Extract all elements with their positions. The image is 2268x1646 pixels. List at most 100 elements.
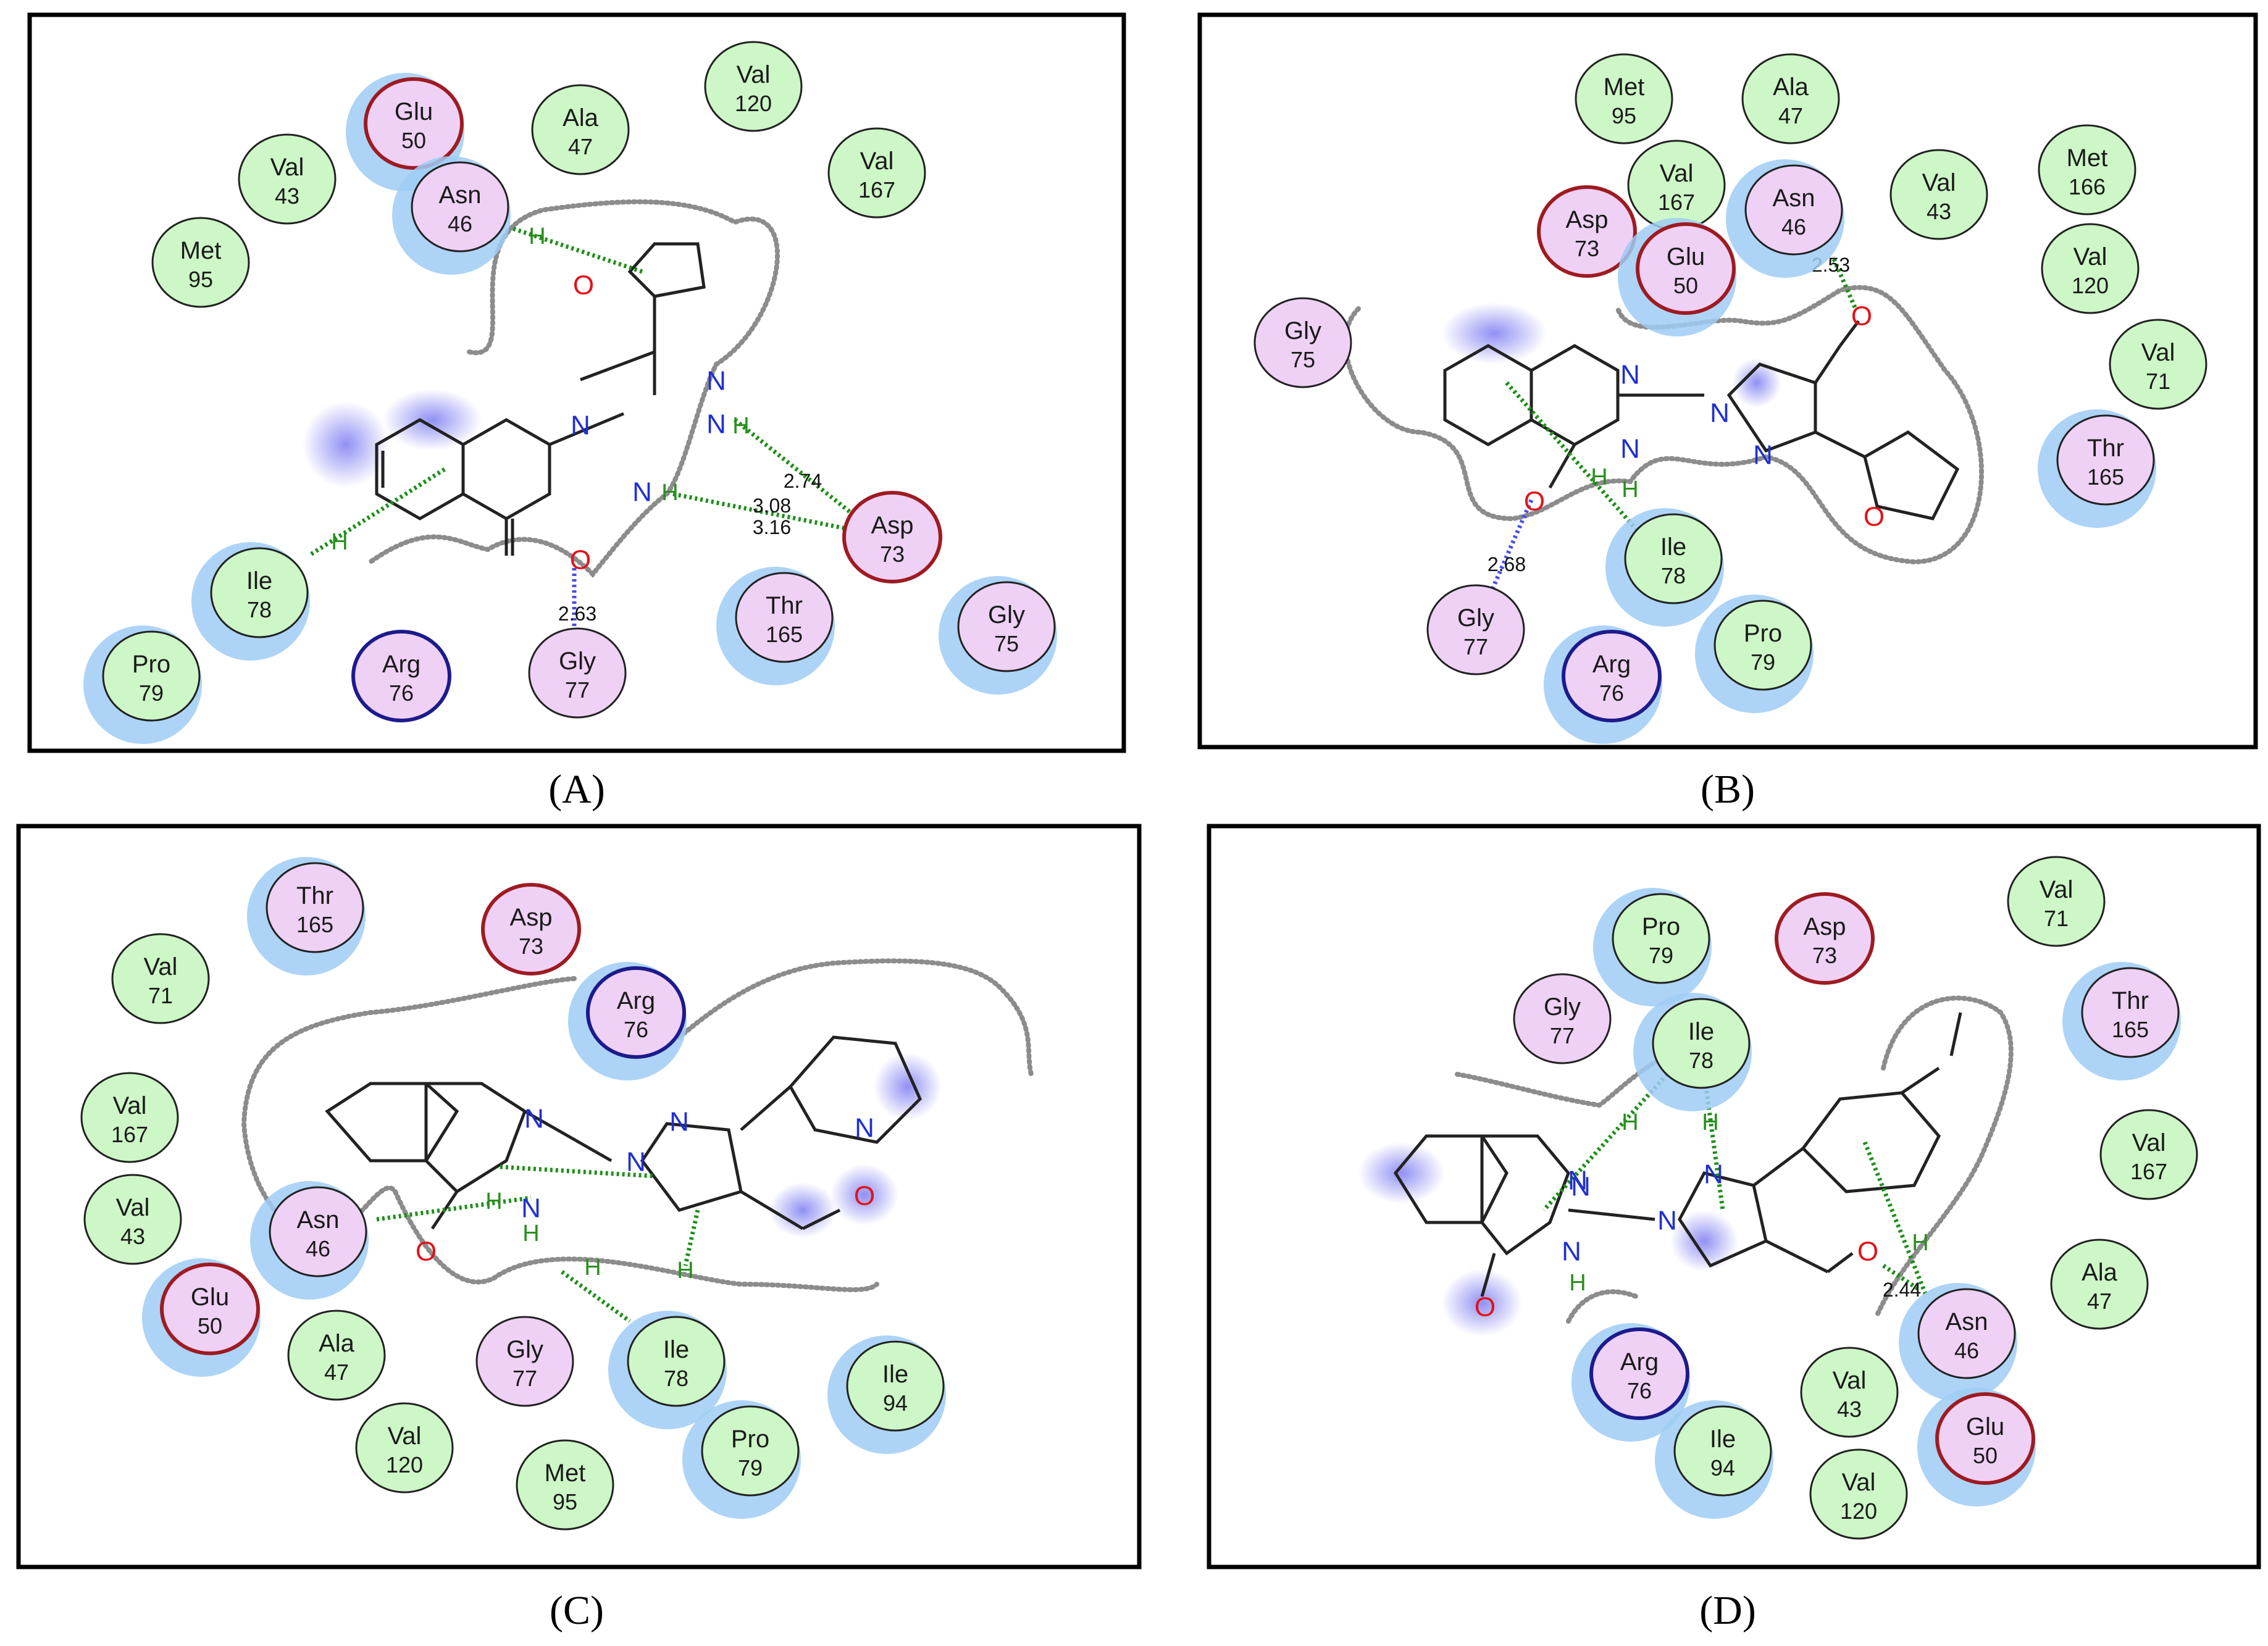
residue-disc xyxy=(2041,223,2140,314)
residue-number: 76 xyxy=(624,1017,648,1042)
residue-number: 167 xyxy=(2130,1159,2167,1184)
residue-number: 77 xyxy=(565,677,590,703)
residue-name: Met xyxy=(1604,73,1645,101)
atom-label: H xyxy=(584,1255,601,1280)
pocket-outline xyxy=(1875,995,2014,1318)
residue-disc xyxy=(475,1316,574,1407)
residue-number: 50 xyxy=(1973,1443,1998,1468)
residue-name: Ile xyxy=(1688,1018,1714,1045)
residue-number: 94 xyxy=(883,1390,908,1416)
residue-number: 78 xyxy=(1689,1048,1714,1073)
residue-name: Gly xyxy=(559,648,596,675)
residue-disc xyxy=(1624,513,1723,604)
residue-number: 71 xyxy=(148,983,173,1008)
residue-disc xyxy=(481,883,581,975)
residue-disc xyxy=(1652,998,1751,1089)
residue-number: 46 xyxy=(1954,1338,1979,1363)
atom-label: H xyxy=(677,1258,693,1284)
hbond xyxy=(308,467,446,558)
residue-name: Val xyxy=(2141,339,2175,366)
residue-disc xyxy=(80,1072,179,1163)
atom-label: N xyxy=(855,1113,874,1143)
atom-label: O xyxy=(573,270,594,301)
atom-label: N xyxy=(1571,1172,1591,1202)
residue-disc xyxy=(238,133,337,225)
residue-disc xyxy=(1800,1347,1899,1438)
glow xyxy=(874,1053,942,1121)
hbond xyxy=(1486,499,1534,600)
residue-name: Val xyxy=(388,1422,422,1450)
hbond xyxy=(376,1195,532,1222)
residue-disc xyxy=(1809,1448,1908,1540)
atom-label: N xyxy=(524,1104,544,1134)
residue-name: Val xyxy=(2040,876,2073,903)
residue-disc xyxy=(1935,1392,2035,1485)
residue-number: 73 xyxy=(880,541,905,567)
atom-label: H xyxy=(485,1189,502,1214)
hbond xyxy=(1882,1264,1922,1292)
residue-disc xyxy=(846,1340,945,1432)
glow xyxy=(1442,1269,1522,1337)
hbond xyxy=(683,1209,700,1266)
distance-label: 2.63 xyxy=(558,603,596,625)
residue-disc xyxy=(1714,599,1812,691)
atom-label: N xyxy=(521,1193,541,1224)
residue-name: Thr xyxy=(766,592,803,619)
hbond xyxy=(1831,258,1858,310)
atom-label: O xyxy=(854,1181,875,1211)
atom-label: O xyxy=(1851,301,1872,332)
residue-name: Val xyxy=(1922,169,1956,196)
residue-disc xyxy=(1562,630,1662,722)
residue-disc xyxy=(2007,856,2106,947)
residue-name: Pro xyxy=(1642,913,1680,940)
ligand-b xyxy=(1443,320,1960,520)
pocket-outline xyxy=(1343,285,1984,565)
residue-disc xyxy=(266,862,364,953)
ligand-a xyxy=(375,242,706,556)
residue-name: Pro xyxy=(731,1426,769,1453)
residue-name: Ile xyxy=(882,1361,908,1388)
residue-number: 79 xyxy=(1649,943,1673,968)
residue-name: Thr xyxy=(2112,987,2149,1014)
atom-label: N xyxy=(1704,1159,1723,1190)
residue-disc xyxy=(531,84,630,175)
atom-label: H xyxy=(1569,1270,1586,1296)
residue-pro-79: Pro 79 xyxy=(1593,888,1712,1006)
residue-disc xyxy=(701,1405,800,1497)
residue-number: 95 xyxy=(1612,103,1636,128)
residue-name: Ala xyxy=(563,104,599,132)
residue-disc xyxy=(111,933,210,1024)
residue-number: 77 xyxy=(1550,1023,1575,1048)
glow xyxy=(1358,1142,1445,1204)
residue-name: Val xyxy=(144,953,178,980)
atom-label: N xyxy=(706,366,726,396)
residue-disc xyxy=(1426,584,1525,675)
residue-number: 43 xyxy=(120,1224,145,1249)
residue-disc xyxy=(735,572,834,663)
atom-label: N xyxy=(1657,1206,1677,1236)
glow xyxy=(303,401,389,488)
atom-label: H xyxy=(732,413,749,439)
residue-number: 43 xyxy=(1837,1397,1862,1422)
residue-number: 78 xyxy=(664,1366,688,1391)
residue-number: 94 xyxy=(1710,1455,1735,1481)
residue-disc xyxy=(2081,967,2180,1058)
residue-name: Val xyxy=(2132,1129,2166,1156)
glow xyxy=(831,1164,898,1226)
residue-disc xyxy=(1917,1288,2016,1379)
pocket-outline xyxy=(677,958,1034,1077)
